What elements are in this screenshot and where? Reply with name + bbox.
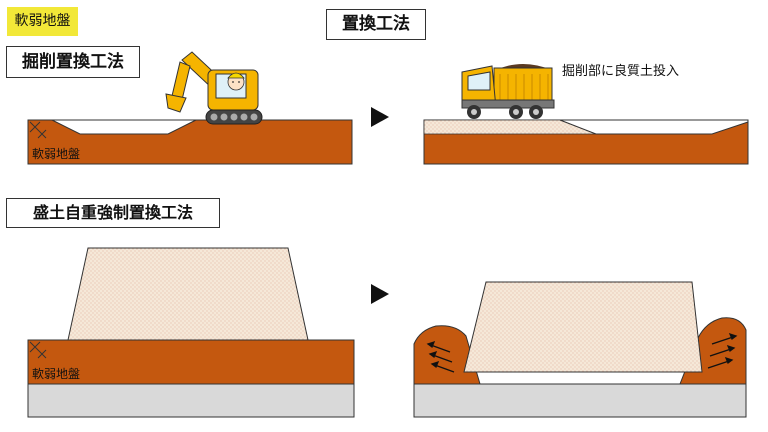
soil-hatch-symbol <box>29 341 47 359</box>
soft-ground-lower-left <box>27 339 355 385</box>
soft-ground-label-lower: 軟弱地盤 <box>32 367 81 381</box>
dump-truck-icon <box>461 64 555 119</box>
surcharge-after-panel <box>413 281 747 418</box>
excavated-pit <box>51 119 197 135</box>
arrow-right-icon <box>371 284 389 304</box>
displacement-arrows-right <box>707 332 738 369</box>
embankment-before <box>67 247 309 341</box>
firm-base-lower-right <box>413 383 747 418</box>
soft-ground-tag: 軟弱地盤 <box>7 7 78 36</box>
displacement-arrows-left <box>426 340 455 373</box>
soil-hatch-symbol <box>29 121 47 139</box>
excavation-method-title: 掘削置換工法 <box>6 46 140 78</box>
displaced-soil-left <box>413 325 481 385</box>
surcharge-method-title: 盛土自重強制置換工法 <box>6 198 220 228</box>
excavation-after-panel <box>423 119 749 165</box>
remaining-pit <box>559 119 749 135</box>
excavator-icon <box>165 51 263 125</box>
embankment-after <box>463 281 703 373</box>
surcharge-before-panel <box>27 247 355 418</box>
dump-note-label: 掘削部に良質土投入 <box>562 64 680 79</box>
main-title: 置換工法 <box>326 9 426 40</box>
arrow-right-icon <box>371 107 389 127</box>
firm-base-lower-left <box>27 383 355 418</box>
soft-ground-label-upper: 軟弱地盤 <box>32 147 81 161</box>
